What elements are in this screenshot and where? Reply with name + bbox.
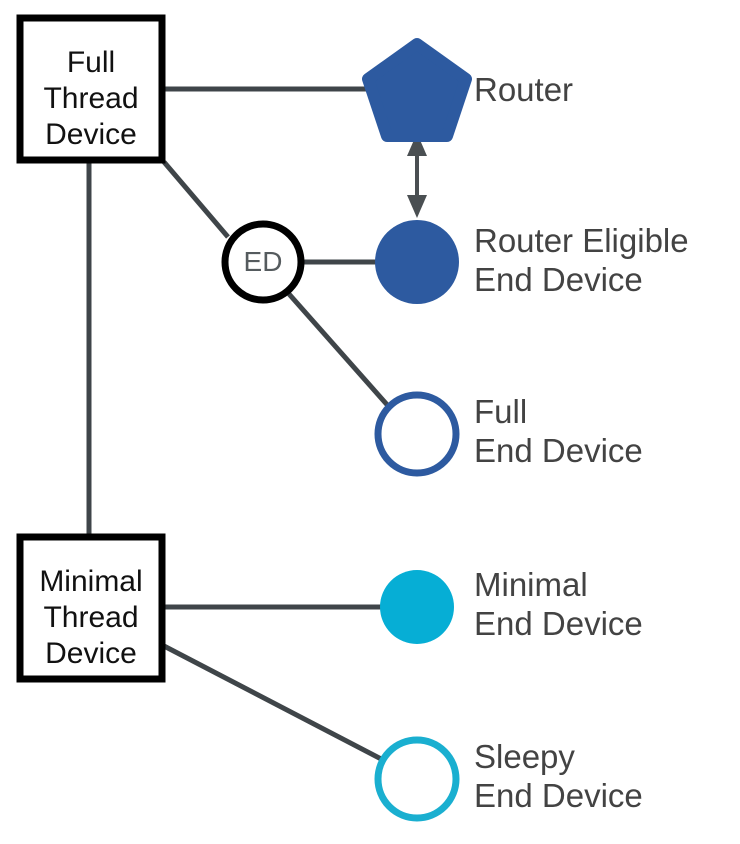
edge-ftd-to-ed-hub xyxy=(162,160,230,239)
node-full-thread-device[interactable] xyxy=(16,14,166,164)
minimal-end-device-label: Minimal End Device xyxy=(474,566,643,642)
node-router-pentagon-icon[interactable] xyxy=(362,38,472,142)
node-sleepy-end-device[interactable] xyxy=(374,736,460,822)
node-full-end-device[interactable] xyxy=(374,391,460,477)
node-router-eligible-end-device[interactable] xyxy=(375,220,459,304)
edge-ed-hub-to-full-end-device xyxy=(287,292,392,410)
edge-router-to-reed-double-arrow xyxy=(407,133,427,218)
full-end-device-label: Full End Device xyxy=(474,393,643,469)
arrowhead-down-icon xyxy=(407,195,427,218)
node-minimal-thread-device[interactable] xyxy=(16,533,166,683)
router-label: Router xyxy=(474,71,574,108)
sleepy-end-device-label: Sleepy End Device xyxy=(474,738,643,814)
edge-mtd-to-sleepy-end-device xyxy=(162,643,387,764)
end-device-hub-label: ED xyxy=(243,246,283,277)
node-end-device-hub[interactable] xyxy=(221,220,305,304)
router-eligible-end-device-label: Router Eligible End Device xyxy=(474,222,689,298)
connector-lines xyxy=(86,86,392,764)
node-minimal-end-device[interactable] xyxy=(380,570,454,644)
arrowhead-up-icon xyxy=(407,133,427,156)
